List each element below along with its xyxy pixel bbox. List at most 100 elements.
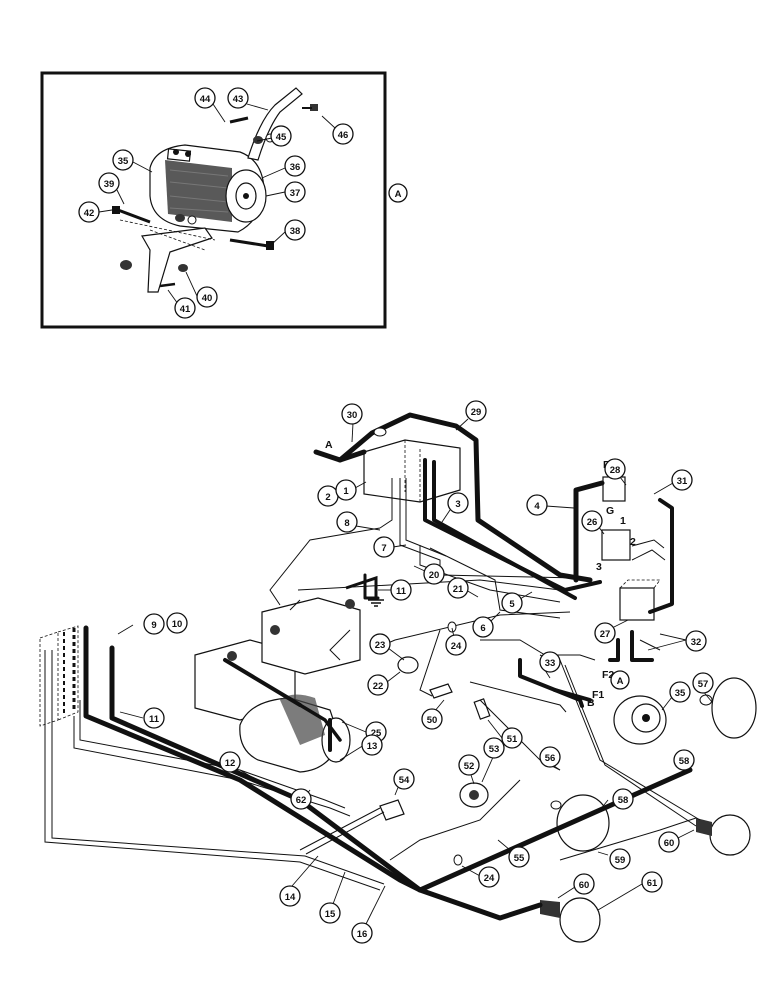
svg-text:62: 62	[296, 795, 307, 806]
svg-text:29: 29	[471, 407, 482, 418]
svg-text:31: 31	[677, 476, 688, 487]
callout-2: 2	[317, 485, 339, 507]
svg-text:35: 35	[118, 156, 129, 167]
callout-8: 8	[336, 511, 358, 533]
inset-hardware	[112, 104, 318, 288]
junction-box	[363, 439, 461, 503]
svg-text:3: 3	[596, 561, 602, 573]
inset-alternator-mounting: 44 43 46 45 35 36 37 39 42 38 40 41	[40, 71, 408, 329]
svg-text:A: A	[325, 439, 333, 451]
callout-62: 62	[290, 788, 312, 810]
svg-text:52: 52	[464, 761, 475, 772]
svg-text:7: 7	[381, 543, 386, 554]
svg-text:9: 9	[151, 620, 156, 631]
alternator-section-ref: A	[610, 670, 630, 690]
callout-24-upper: 24	[445, 634, 467, 656]
svg-text:24: 24	[451, 641, 462, 652]
alternator-reference	[613, 695, 667, 745]
svg-text:25: 25	[371, 728, 382, 739]
svg-text:11: 11	[396, 586, 407, 597]
callout-45: 45	[270, 125, 292, 147]
callout-23: 23	[369, 633, 391, 655]
svg-text:23: 23	[375, 640, 386, 651]
section-marker-a: A	[388, 183, 408, 203]
callout-52: 52	[458, 754, 480, 776]
callout-5: 5	[501, 592, 523, 614]
svg-text:58: 58	[679, 756, 690, 767]
callout-60-lower: 60	[573, 873, 595, 895]
svg-text:G: G	[606, 505, 614, 517]
svg-text:1: 1	[620, 515, 626, 527]
svg-text:13: 13	[367, 741, 378, 752]
callout-27: 27	[594, 622, 616, 644]
svg-text:61: 61	[647, 878, 658, 889]
callout-35-inset: 35	[112, 149, 134, 171]
callout-33: 33	[539, 651, 561, 673]
callout-9: 9	[143, 613, 165, 635]
callout-29: 29	[465, 400, 487, 422]
callout-53: 53	[483, 737, 505, 759]
svg-text:38: 38	[290, 226, 301, 237]
svg-text:36: 36	[290, 162, 301, 173]
svg-text:42: 42	[84, 208, 95, 219]
callout-28: 28	[604, 458, 626, 480]
callout-44: 44	[194, 87, 216, 109]
callout-38: 38	[284, 219, 306, 241]
callout-32: 32	[685, 630, 707, 652]
callout-26: 26	[581, 510, 603, 532]
callout-11-harness: 11	[143, 707, 165, 729]
svg-text:F1: F1	[592, 689, 604, 701]
svg-text:57: 57	[698, 679, 709, 690]
inset-callouts: 44 43 46 45 35 36 37 39 42 38 40 41	[78, 87, 354, 319]
callout-24-lower: 24	[478, 866, 500, 888]
callout-39: 39	[98, 172, 120, 194]
svg-text:40: 40	[202, 293, 213, 304]
callout-60-right: 60	[658, 831, 680, 853]
callout-58-lower: 58	[612, 788, 634, 810]
svg-text:53: 53	[489, 744, 500, 755]
callout-22: 22	[367, 674, 389, 696]
svg-text:50: 50	[427, 715, 438, 726]
svg-text:45: 45	[276, 132, 287, 143]
svg-text:44: 44	[200, 94, 211, 105]
svg-text:16: 16	[357, 929, 368, 940]
svg-text:22: 22	[373, 681, 384, 692]
callout-4: 4	[526, 494, 548, 516]
callout-42: 42	[78, 201, 100, 223]
callout-12: 12	[219, 751, 241, 773]
callout-57: 57	[692, 672, 714, 694]
callout-15: 15	[319, 902, 341, 924]
callout-58-upper: 58	[673, 749, 695, 771]
callout-51: 51	[501, 727, 523, 749]
svg-text:14: 14	[285, 892, 296, 903]
svg-text:1: 1	[343, 486, 349, 497]
svg-text:60: 60	[579, 880, 590, 891]
svg-text:27: 27	[600, 629, 611, 640]
callout-11-ground: 11	[390, 579, 412, 601]
callout-6: 6	[472, 616, 494, 638]
callout-35-main: 35	[669, 681, 691, 703]
callout-59: 59	[609, 848, 631, 870]
callout-41: 41	[174, 297, 196, 319]
svg-text:56: 56	[545, 753, 556, 764]
svg-text:5: 5	[509, 599, 515, 610]
svg-text:2: 2	[630, 536, 636, 548]
callout-3: 3	[447, 492, 469, 514]
svg-text:37: 37	[290, 188, 301, 199]
svg-text:10: 10	[172, 619, 183, 630]
svg-text:51: 51	[507, 734, 518, 745]
voltage-regulator	[601, 529, 631, 561]
svg-text:54: 54	[399, 775, 410, 786]
alternator-drawing	[149, 144, 267, 233]
svg-text:43: 43	[233, 94, 244, 105]
callout-40: 40	[196, 286, 218, 308]
callout-1: 1	[335, 479, 357, 501]
svg-text:2: 2	[325, 492, 330, 503]
svg-text:46: 46	[338, 130, 349, 141]
lamps	[540, 677, 757, 943]
callout-31: 31	[671, 469, 693, 491]
callout-61: 61	[641, 871, 663, 893]
callout-36: 36	[284, 155, 306, 177]
starter-motor	[239, 694, 351, 773]
